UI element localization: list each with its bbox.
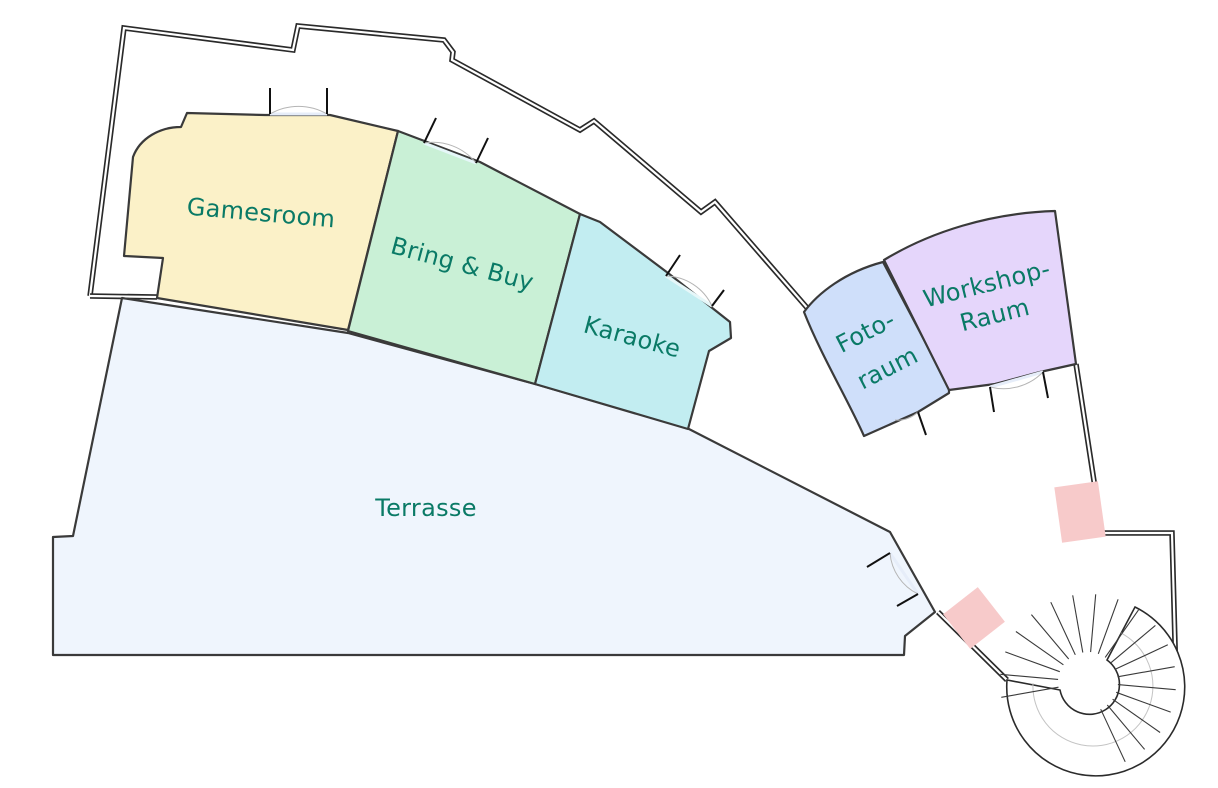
stair-tread [1005,651,1060,673]
stair-tread [1090,594,1097,653]
stair-tread [1100,708,1126,763]
stair-tread [1116,691,1171,713]
room-workshop[interactable] [882,209,1078,392]
stair-tread [1000,673,1059,680]
marker-area-right [1054,481,1106,543]
stair-tread [1030,614,1070,660]
stair-tread [1110,624,1156,664]
doors [269,88,1049,607]
marker-area-lower [943,587,1005,649]
stair-tread [1097,599,1119,654]
stair-tread [1001,686,1059,698]
stair-tread [1050,601,1076,656]
room-label-terrasse: Terrasse [374,494,477,522]
stair-tread [1117,684,1176,691]
stair-tread [1104,609,1139,658]
stair-tread [1112,698,1161,733]
stair-tread [1117,666,1175,678]
stair-tread [1072,595,1084,653]
spiral-staircase-icon [1000,594,1186,777]
stair-tread [1106,704,1146,750]
stair-tread [1114,644,1169,670]
stair-tread [1015,631,1064,666]
room-karaoke[interactable] [533,212,733,431]
